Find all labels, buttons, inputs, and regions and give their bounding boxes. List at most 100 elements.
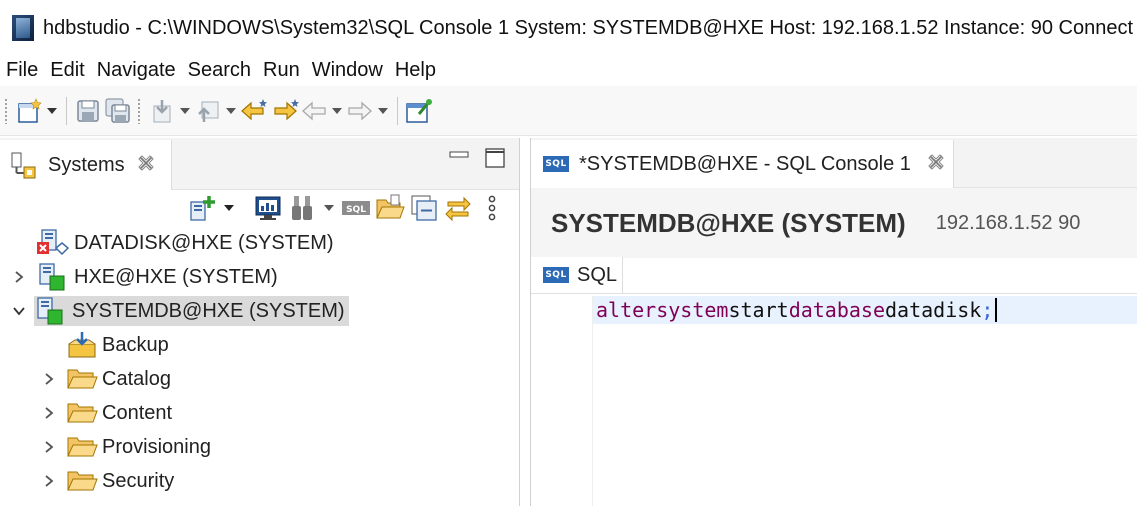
export-icon[interactable]: [193, 96, 223, 126]
sql-icon: SQL: [543, 156, 569, 172]
new-dropdown-icon[interactable]: [44, 96, 60, 126]
token-semicolon: ;: [981, 298, 994, 322]
tree-item-catalog[interactable]: Catalog: [0, 362, 519, 396]
close-icon[interactable]: [927, 153, 945, 176]
sql-subtab-label: SQL: [577, 263, 618, 286]
forward-dropdown-icon[interactable]: [375, 96, 391, 126]
sql-console-editor: SQL *SYSTEMDB@HXE - SQL Console 1 SYSTEM…: [530, 138, 1137, 506]
menu-search[interactable]: Search: [187, 58, 252, 81]
systems-toolbar: SQL: [0, 190, 519, 226]
minimize-icon[interactable]: [449, 148, 469, 173]
chevron-right-icon[interactable]: [12, 270, 26, 284]
tree-item-backup[interactable]: Backup: [0, 328, 519, 362]
back-icon[interactable]: [299, 96, 329, 126]
back-dropdown-icon[interactable]: [329, 96, 345, 126]
keyword-database: database: [788, 298, 886, 322]
tree-label-provisioning: Provisioning: [102, 435, 211, 458]
menu-help[interactable]: Help: [394, 58, 436, 81]
configuration-icon[interactable]: [287, 193, 317, 223]
folder-icon: [66, 400, 98, 426]
link-with-editor-icon[interactable]: [443, 193, 473, 223]
import-dropdown-icon[interactable]: [177, 96, 193, 126]
export-dropdown-icon[interactable]: [223, 96, 239, 126]
chevron-right-icon[interactable]: [42, 406, 56, 420]
tree-label-datadisk: DATADISK@HXE (SYSTEM): [74, 231, 334, 254]
token-start: start: [728, 298, 789, 322]
toolbar-grip[interactable]: [4, 97, 8, 124]
hdbstudio-app-icon: [12, 15, 34, 41]
sql-icon: SQL: [543, 267, 569, 283]
new-icon[interactable]: [14, 96, 44, 126]
tree-item-datadisk[interactable]: DATADISK@HXE (SYSTEM): [0, 226, 519, 260]
menu-file[interactable]: File: [6, 58, 39, 81]
chevron-down-icon[interactable]: [12, 304, 26, 318]
code-line-1[interactable]: alter system start database datadisk;: [596, 296, 998, 324]
tree-item-hxe[interactable]: HXE@HXE (SYSTEM): [0, 260, 519, 294]
connection-host-instance: 192.168.1.52 90: [935, 211, 1081, 234]
tree-item-content[interactable]: Content: [0, 396, 519, 430]
system-error-icon: [36, 228, 70, 258]
sql-console-icon[interactable]: SQL: [341, 193, 371, 223]
sql-console-tab-label: *SYSTEMDB@HXE - SQL Console 1: [579, 152, 911, 175]
current-line-highlight: [593, 296, 1137, 324]
tree-label-catalog: Catalog: [102, 367, 171, 390]
token-datadisk: datadisk: [885, 298, 982, 322]
add-system-icon[interactable]: [187, 193, 217, 223]
tree-label-security: Security: [102, 469, 175, 492]
chevron-right-icon[interactable]: [42, 372, 56, 386]
chevron-right-icon[interactable]: [42, 474, 56, 488]
systems-view-header: Systems: [0, 138, 519, 190]
add-system-dropdown-icon[interactable]: [221, 193, 237, 223]
connection-title: SYSTEMDB@HXE (SYSTEM): [551, 207, 906, 238]
menu-edit[interactable]: Edit: [50, 58, 85, 81]
collapse-all-icon[interactable]: [409, 193, 439, 223]
previous-edit-location-icon[interactable]: [239, 96, 269, 126]
tree-item-provisioning[interactable]: Provisioning: [0, 430, 519, 464]
view-menu-icon[interactable]: [477, 193, 507, 223]
tree-item-systemdb[interactable]: SYSTEMDB@HXE (SYSTEM): [0, 294, 519, 328]
menu-navigate[interactable]: Navigate: [96, 58, 176, 81]
tree-label-systemdb: SYSTEMDB@HXE (SYSTEM): [72, 299, 345, 322]
main-toolbar: [0, 86, 1137, 136]
save-all-icon[interactable]: [103, 96, 133, 126]
import-icon[interactable]: [147, 96, 177, 126]
systems-tab-label: Systems: [48, 153, 125, 176]
close-icon[interactable]: [137, 154, 155, 177]
open-folder-icon[interactable]: [375, 193, 405, 223]
folder-icon: [66, 468, 98, 494]
menu-bar: File Edit Navigate Search Run Window Hel…: [0, 56, 1137, 84]
sql-editor[interactable]: alter system start database datadisk;: [531, 296, 1137, 506]
chevron-right-icon[interactable]: [42, 440, 56, 454]
next-edit-location-icon[interactable]: [269, 96, 299, 126]
menu-window[interactable]: Window: [311, 58, 383, 81]
sql-subtab-bar: SQL SQL: [531, 257, 1137, 294]
text-cursor: [995, 298, 998, 322]
toolbar-grip-2[interactable]: [137, 97, 141, 124]
window-title: hdbstudio - C:\WINDOWS\System32\SQL Cons…: [43, 16, 1134, 39]
forward-icon[interactable]: [345, 96, 375, 126]
configuration-dropdown-icon[interactable]: [321, 193, 337, 223]
menu-run[interactable]: Run: [263, 58, 300, 81]
keyword-system: system: [656, 298, 729, 322]
systems-tree: DATADISK@HXE (SYSTEM) HXE@HXE (SYSTEM) S…: [0, 226, 519, 498]
folder-icon: [66, 434, 98, 460]
tab-sql[interactable]: SQL SQL: [531, 257, 623, 293]
keyword-alter: alter: [596, 298, 657, 322]
system-connected-icon: [34, 296, 68, 326]
svg-text:SQL: SQL: [346, 205, 366, 215]
backup-icon: [66, 330, 98, 360]
folder-icon: [66, 366, 98, 392]
connection-header: SYSTEMDB@HXE (SYSTEM) 192.168.1.52 90: [531, 188, 1137, 258]
system-connected-icon: [36, 262, 70, 292]
tab-systems[interactable]: Systems: [0, 140, 172, 190]
open-perspective-icon[interactable]: [404, 96, 434, 126]
systems-view: Systems SQL: [0, 138, 520, 506]
save-icon[interactable]: [73, 96, 103, 126]
systems-view-icon: [10, 151, 38, 179]
maximize-icon[interactable]: [485, 148, 505, 173]
administration-console-icon[interactable]: [253, 193, 283, 223]
tab-sql-console-1[interactable]: SQL *SYSTEMDB@HXE - SQL Console 1: [531, 140, 954, 188]
tree-item-security[interactable]: Security: [0, 464, 519, 498]
title-bar: hdbstudio - C:\WINDOWS\System32\SQL Cons…: [0, 0, 1137, 56]
tree-label-content: Content: [102, 401, 173, 424]
